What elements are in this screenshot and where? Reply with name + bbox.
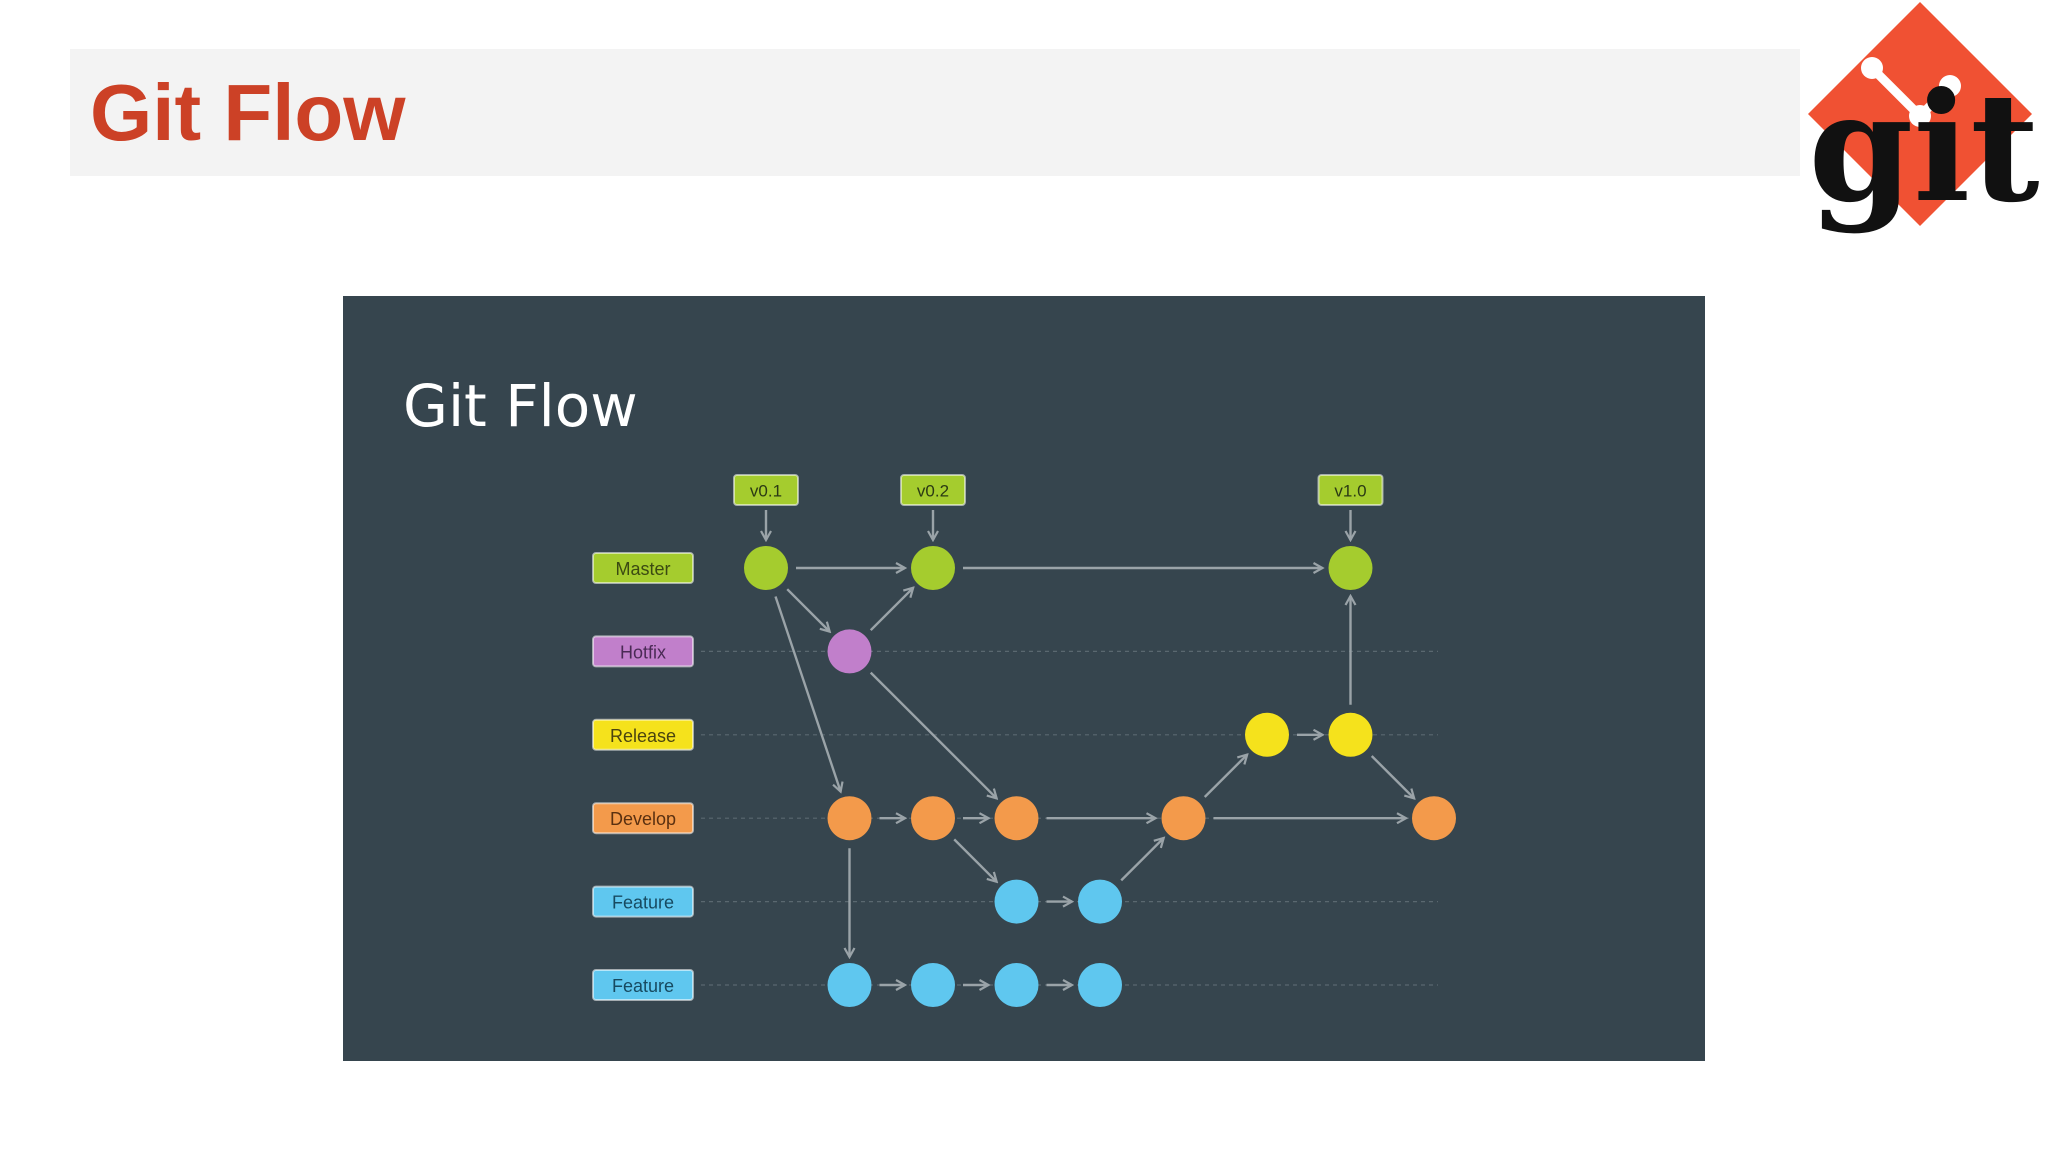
version-tag-box [900, 474, 966, 506]
branch-label-text: Hotfix [620, 642, 666, 662]
branch-label-box [592, 969, 694, 1001]
version-tag-v0.1: v0.1 [733, 474, 799, 540]
git-logo-text: git [1808, 60, 2039, 236]
branch-label-develop: Develop [592, 802, 694, 835]
slide-title: Git Flow [90, 68, 406, 157]
version-tag-text: v1.0 [1334, 482, 1366, 501]
branch-label-box [592, 802, 694, 835]
edge-h1-d3 [869, 671, 997, 799]
commit-d3 [994, 796, 1039, 841]
edge-h1-m2 [869, 588, 913, 632]
branch-label-master: Master [592, 552, 694, 584]
version-tag-box [1317, 474, 1384, 506]
branch-label-text: Develop [610, 809, 676, 829]
commit-m2 [911, 546, 955, 590]
commit-m3 [1328, 546, 1373, 590]
edge-d2-f1 [953, 838, 996, 881]
version-tag-v0.2: v0.2 [900, 474, 966, 540]
branch-label-box [592, 552, 694, 584]
branch-label-text: Feature [612, 893, 674, 913]
branch-label-box [592, 885, 694, 918]
commit-r2 [1328, 712, 1373, 757]
edge-r2-d5 [1370, 755, 1414, 798]
commit-f1 [994, 879, 1039, 924]
git-logo-graphic: git [1808, 2, 2040, 236]
commit-g3 [994, 963, 1039, 1007]
git-logo: git [1800, 0, 2040, 248]
branch-label-box [592, 635, 694, 668]
commit-g4 [1078, 963, 1122, 1007]
commit-h1 [827, 629, 872, 674]
commit-d5 [1412, 796, 1456, 841]
diagram-title: Git Flow [403, 372, 638, 440]
commit-g1 [827, 963, 872, 1007]
branch-label-text: Master [615, 559, 670, 579]
edge-f2-d4 [1120, 838, 1163, 882]
branch-label-text: Release [610, 726, 676, 746]
branch-label-box [592, 718, 694, 751]
commit-r1 [1245, 712, 1289, 757]
git-flow-diagram: Git Flow MasterHotfixReleaseDevelopFeatu… [403, 372, 1456, 1007]
version-tag-text: v0.1 [750, 482, 782, 501]
commit-m1 [744, 546, 788, 590]
version-tag-text: v0.2 [917, 482, 949, 501]
branch-label-feature2: Feature [592, 969, 694, 1001]
branch-label-feature1: Feature [592, 885, 694, 918]
commit-d2 [911, 796, 955, 841]
commit-f2 [1078, 879, 1122, 924]
branch-label-hotfix: Hotfix [592, 635, 694, 668]
edge-d4-r1 [1203, 755, 1247, 798]
edge-m1-h1 [786, 588, 829, 631]
version-tag-box [733, 474, 799, 506]
edge-m1-d1 [774, 596, 840, 791]
version-tag-v1.0: v1.0 [1317, 474, 1384, 540]
commit-d4 [1161, 796, 1206, 841]
commit-d1 [827, 796, 872, 841]
commit-g2 [911, 963, 955, 1007]
title-bar: Git Flow [70, 49, 1800, 176]
branch-label-text: Feature [612, 976, 674, 996]
branch-label-release: Release [592, 718, 694, 751]
